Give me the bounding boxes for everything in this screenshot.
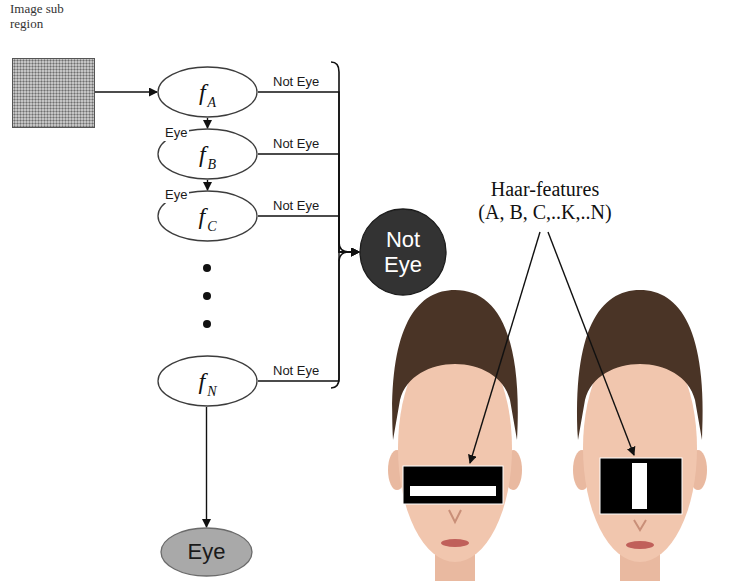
edge-label-holder: Not Eye — [271, 198, 321, 214]
edge-label: Not Eye — [271, 363, 321, 379]
haar-feature-horizontal — [403, 466, 503, 504]
connector-arrow — [258, 92, 359, 252]
node-outline — [157, 355, 258, 407]
connector-arrow — [95, 91, 157, 92]
label-holder: (A, B, C,..K,..N) — [440, 201, 650, 224]
stage-function: f — [199, 80, 206, 104]
edge-label: Eye — [163, 125, 189, 141]
stage-ellipse — [158, 356, 257, 406]
result-text: Eye — [188, 539, 226, 564]
node-text-row: fA — [199, 80, 216, 104]
continuation-dot — [203, 264, 211, 272]
eye-result: Eye — [160, 527, 253, 577]
continuation-dot — [203, 292, 211, 300]
connector-arrow — [207, 180, 208, 190]
connector-arrow — [206, 407, 207, 527]
stage-function: f — [198, 369, 205, 393]
connector-arrow — [258, 252, 359, 381]
result-text: Not Eye — [373, 227, 433, 278]
feature-label: Haar-features — [455, 178, 635, 201]
edge-label: Not Eye — [271, 198, 321, 214]
leader-arrow — [548, 232, 634, 455]
edge-label-holder: Not Eye — [271, 74, 321, 90]
node-text-row: fN — [198, 369, 216, 393]
node-text-area: Not Eye — [359, 208, 447, 296]
face-hair — [577, 290, 703, 440]
edge-label-holder: Eye — [163, 125, 189, 141]
stage-subscript: C — [207, 220, 216, 234]
feature-label: (A, B, C,..K,..N) — [440, 201, 650, 224]
stage-subscript: B — [208, 158, 217, 172]
stage-function: f — [199, 142, 206, 166]
face-mouth — [626, 541, 654, 549]
node-outline — [157, 66, 258, 118]
face-mouth — [441, 539, 469, 547]
node-text-row: Not Eye — [373, 227, 433, 278]
classifier-stage: fA — [157, 66, 258, 118]
haar-feature-white-bar — [632, 463, 647, 509]
region-heading: Image sub region — [10, 2, 74, 32]
edge-label-holder: Eye — [163, 187, 189, 203]
region-heading-block: Image sub region — [10, 2, 96, 32]
leader-arrow — [470, 232, 540, 463]
stage-subscript: N — [207, 385, 216, 399]
eye-ellipse — [161, 528, 252, 576]
stage-function: f — [198, 204, 205, 228]
node-text-area: fA — [157, 66, 258, 118]
face-nose — [449, 510, 461, 522]
stage-ellipse — [158, 67, 257, 117]
connector-arrow — [207, 118, 208, 128]
connector-arrow — [258, 216, 359, 252]
image-sub-region-box — [12, 58, 95, 128]
not-eye-result: Not Eye — [359, 208, 447, 296]
label-holder: Haar-features — [455, 178, 635, 201]
node-text-area: fN — [157, 355, 258, 407]
connector-arrow — [258, 154, 359, 252]
haar-feature-vertical — [600, 458, 682, 514]
stage-subscript: A — [208, 96, 217, 110]
node-text-row: Eye — [188, 539, 226, 564]
edge-label-holder: Not Eye — [271, 136, 321, 152]
continuation-dot — [203, 320, 211, 328]
node-text-row: fB — [199, 142, 216, 166]
curly-bracket — [331, 62, 349, 388]
face-nose — [634, 520, 646, 530]
edge-label: Eye — [163, 187, 189, 203]
edge-label: Not Eye — [271, 136, 321, 152]
edge-label: Not Eye — [271, 74, 321, 90]
image-sub-region: Image sub region — [10, 2, 96, 128]
classifier-stage: fN — [157, 355, 258, 407]
edge-label-holder: Not Eye — [271, 363, 321, 379]
not-eye-circle — [360, 209, 446, 295]
haar-feature-white-bar — [410, 486, 496, 496]
node-text-row: fC — [198, 204, 216, 228]
node-text-area: Eye — [160, 527, 253, 577]
